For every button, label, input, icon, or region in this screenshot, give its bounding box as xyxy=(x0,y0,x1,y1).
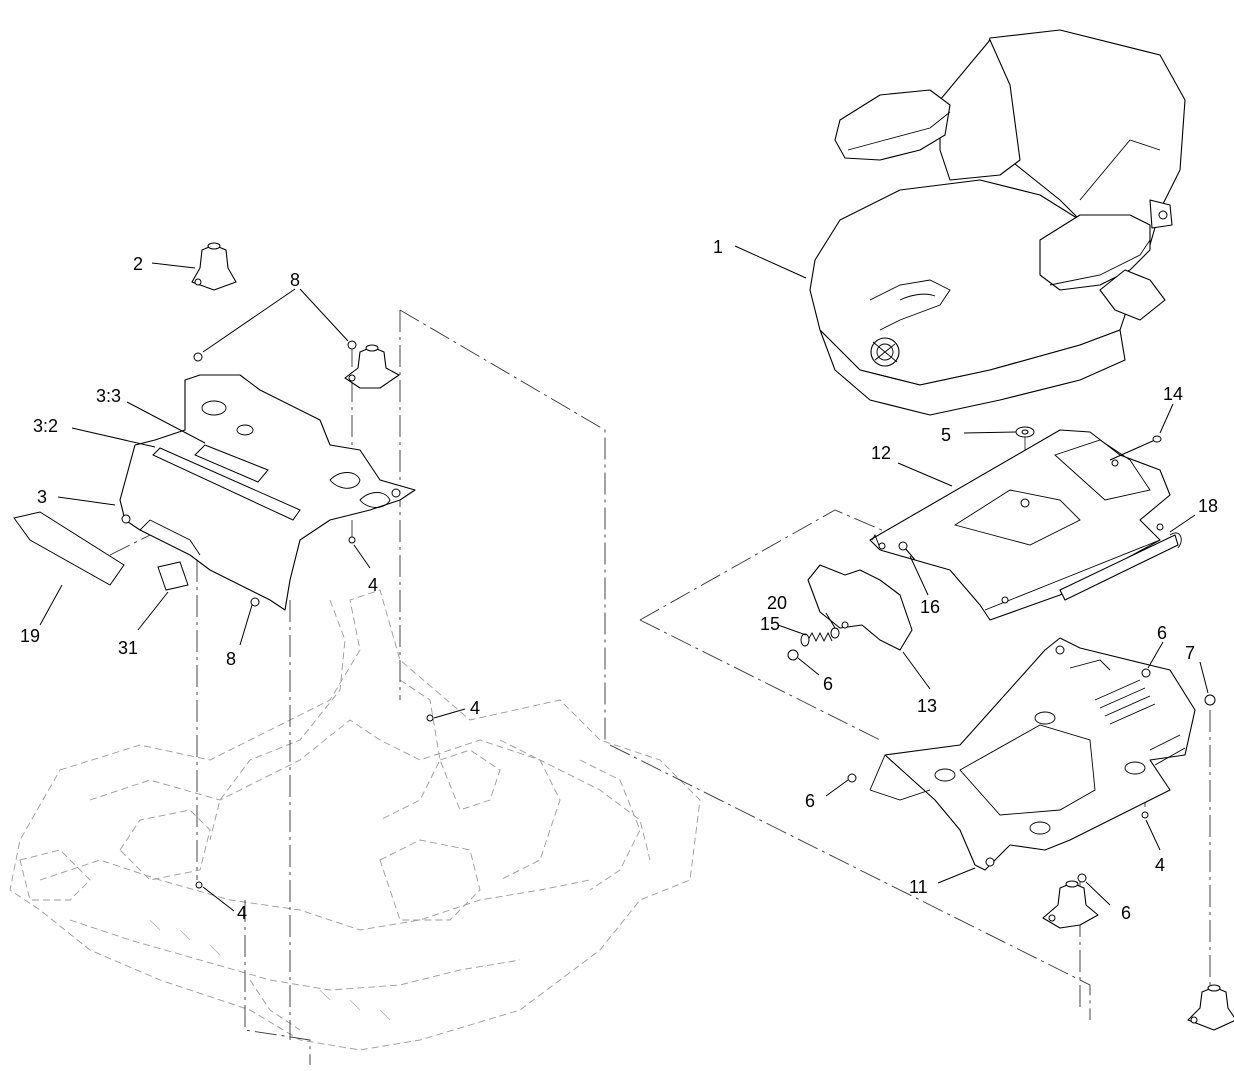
bolt xyxy=(1141,811,1149,819)
callout-13: 13 xyxy=(917,696,937,716)
nut xyxy=(250,597,260,607)
isolator-mount xyxy=(191,242,237,291)
decal-strip xyxy=(152,447,301,521)
callout-12: 12 xyxy=(871,443,891,463)
isolator-mount xyxy=(1187,984,1234,1031)
callout-8: 8 xyxy=(290,270,300,290)
seat-latch-plate xyxy=(807,564,913,651)
callout-7: 7 xyxy=(1185,643,1195,663)
washer xyxy=(1015,426,1035,438)
nut xyxy=(1141,668,1151,678)
bolt xyxy=(898,541,916,561)
callout-4: 4 xyxy=(1155,855,1165,875)
callout-3-2: 3:2 xyxy=(33,416,58,436)
nut xyxy=(193,352,203,362)
bolt xyxy=(1109,435,1162,461)
isolator-mount xyxy=(1042,880,1099,929)
callouts: 1 2 8 3:3 3:2 3 19 31 8 4 4 4 5 12 14 18… xyxy=(20,237,1218,923)
callout-4: 4 xyxy=(470,698,480,718)
decal xyxy=(13,511,125,586)
decal xyxy=(194,444,269,483)
decal xyxy=(157,561,189,591)
isolator-mount xyxy=(344,344,400,389)
leader-lines xyxy=(39,245,1209,912)
callout-11: 11 xyxy=(909,877,928,897)
alignment-lines xyxy=(109,309,1211,1065)
nut xyxy=(847,773,857,783)
seat-latch-rod xyxy=(1059,532,1182,601)
mower-frame xyxy=(9,589,701,1051)
callout-15: 15 xyxy=(760,614,780,634)
callout-1: 1 xyxy=(713,237,723,257)
callout-16: 16 xyxy=(920,597,940,617)
callout-3: 3 xyxy=(37,487,47,507)
seat xyxy=(809,29,1186,416)
callout-6: 6 xyxy=(1157,623,1167,643)
callout-31: 31 xyxy=(118,638,138,658)
seat-base-plate xyxy=(869,637,1196,871)
seat-mounting-plate xyxy=(119,374,416,611)
bolt xyxy=(426,714,434,722)
callout-4: 4 xyxy=(368,575,378,595)
nut xyxy=(1204,694,1216,706)
callout-14: 14 xyxy=(1163,384,1183,404)
callout-4: 4 xyxy=(237,903,247,923)
nut xyxy=(347,340,357,350)
callout-19: 19 xyxy=(20,626,40,646)
callout-20: 20 xyxy=(767,593,787,613)
nut xyxy=(787,649,799,661)
bolt xyxy=(195,881,203,889)
callout-6: 6 xyxy=(805,791,815,811)
callout-2: 2 xyxy=(133,254,143,274)
callout-3-3: 3:3 xyxy=(96,386,121,406)
spring xyxy=(800,631,833,647)
bolt xyxy=(348,536,356,544)
callout-5: 5 xyxy=(941,425,951,445)
callout-18: 18 xyxy=(1198,496,1218,516)
seat-slide-bracket xyxy=(869,429,1171,621)
callout-6: 6 xyxy=(823,674,833,694)
washer xyxy=(830,627,840,639)
callout-8: 8 xyxy=(226,649,236,669)
callout-6: 6 xyxy=(1121,903,1131,923)
nut xyxy=(1077,873,1087,883)
